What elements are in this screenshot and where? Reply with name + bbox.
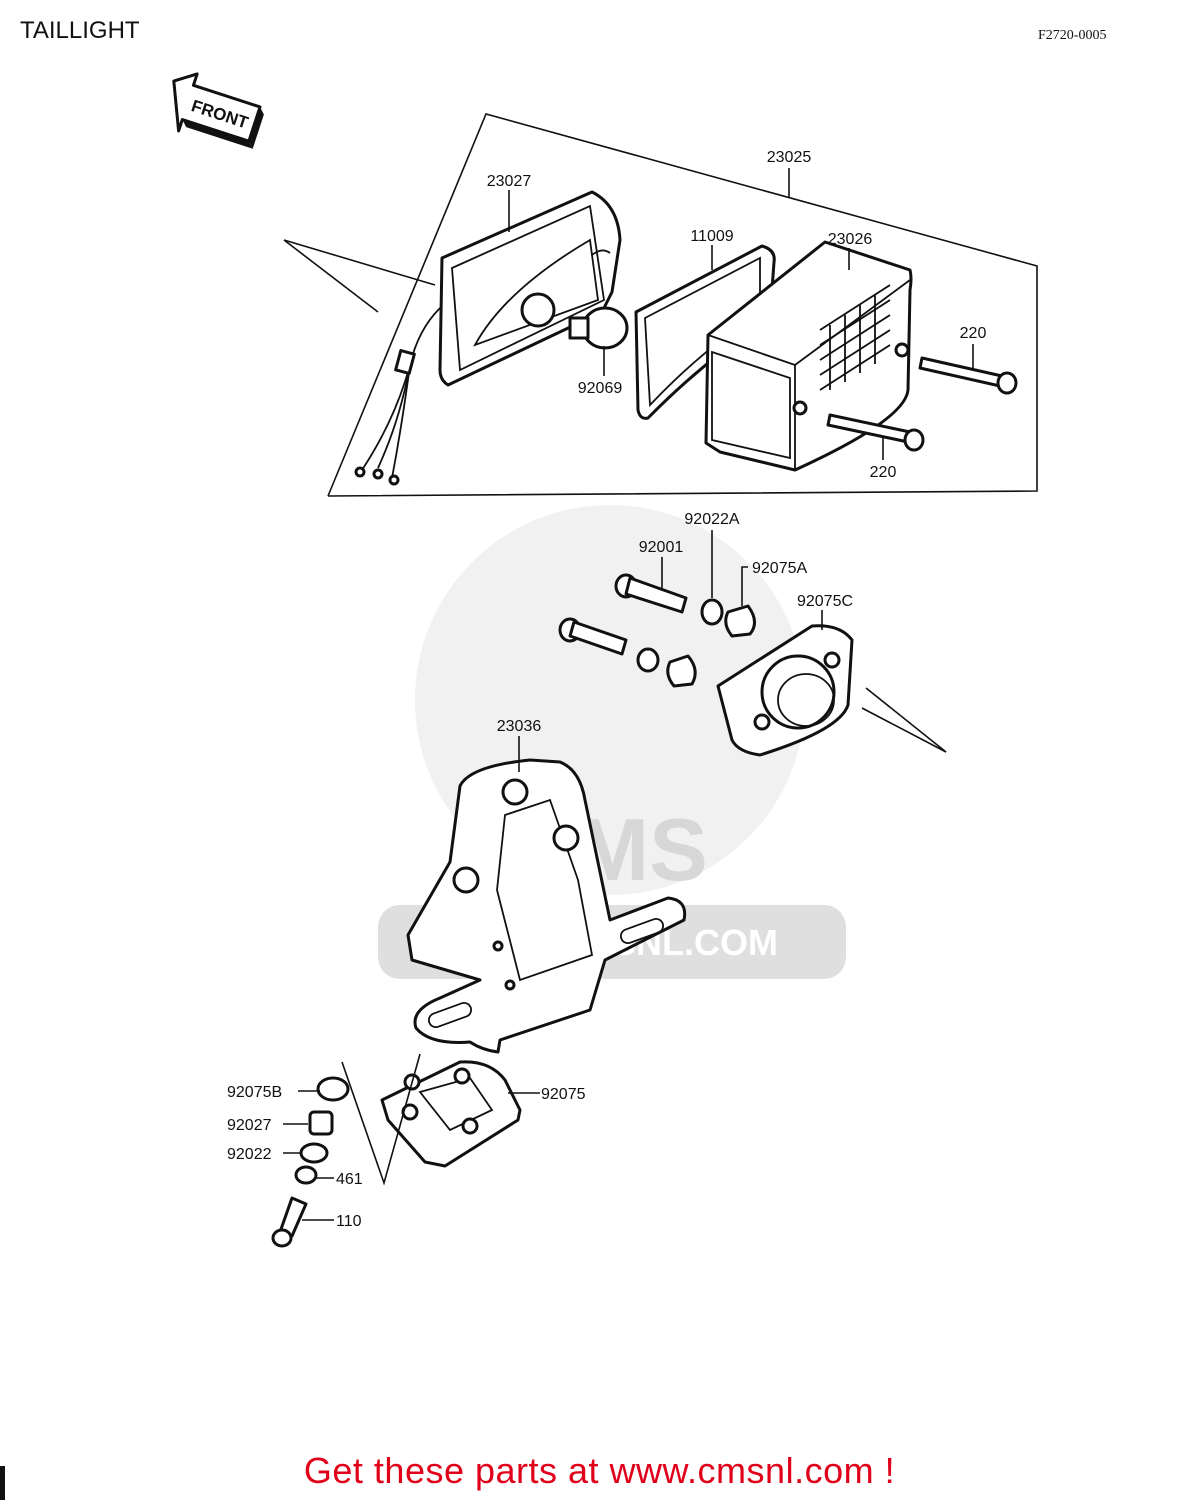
part-label-110: 110 [336, 1213, 362, 1230]
taillight-assembly-outline [283, 113, 1038, 497]
part-label-92075: 92075 [541, 1086, 586, 1103]
leader-lines [283, 168, 974, 1221]
washer-92022a-lower [636, 647, 660, 673]
part-label-92001: 92001 [639, 539, 684, 556]
damper-92075c [716, 624, 854, 757]
part-label-92027: 92027 [227, 1117, 272, 1134]
damper-92075 [380, 1060, 522, 1168]
collar-92075b [316, 1076, 350, 1102]
bracket-23036 [406, 758, 687, 1054]
lockwasher-461 [294, 1165, 318, 1185]
part-label-92022: 92022 [227, 1146, 272, 1163]
bolt-92001-lower [558, 617, 628, 656]
wire-harness [354, 307, 441, 486]
bolt-110 [271, 1196, 308, 1248]
washer-92022a-upper [700, 598, 724, 626]
edge-mark [0, 1466, 5, 1500]
collar-92027 [308, 1110, 334, 1136]
cta-link[interactable]: Get these parts at www.cmsnl.com ! [303, 1450, 896, 1491]
taillight-base-23027 [438, 190, 622, 387]
screw-220-lower [826, 413, 925, 452]
part-labels: 23025 23027 11009 23026 220 220 92069 92… [227, 149, 986, 1230]
bulb-92069 [568, 306, 629, 350]
washer-92022 [299, 1142, 329, 1164]
figure-code: F2720-0005 [1038, 28, 1106, 43]
part-label-23036: 23036 [497, 718, 542, 735]
part-label-92069: 92069 [578, 380, 623, 397]
part-label-23027: 23027 [487, 173, 532, 190]
lens-cover-23026 [704, 240, 913, 472]
part-label-23025: 23025 [767, 149, 812, 166]
diagram-title: TAILLIGHT [20, 17, 140, 44]
part-label-11009: 11009 [690, 228, 733, 245]
grommet-92075a-upper [724, 604, 756, 638]
part-label-92075b: 92075B [227, 1084, 282, 1101]
part-label-92022a: 92022A [684, 511, 739, 528]
screw-220-upper [918, 356, 1018, 395]
part-label-92075a: 92075A [752, 560, 807, 577]
part-label-23026: 23026 [828, 231, 873, 248]
front-arrow-icon: FRONT [172, 72, 264, 149]
part-label-461: 461 [336, 1171, 363, 1188]
part-label-220-upper: 220 [960, 325, 987, 342]
part-label-220-lower: 220 [870, 464, 897, 481]
bolt-92001-upper [614, 573, 688, 614]
part-label-92075c: 92075C [797, 593, 853, 610]
grommet-92075a-lower [666, 654, 697, 688]
